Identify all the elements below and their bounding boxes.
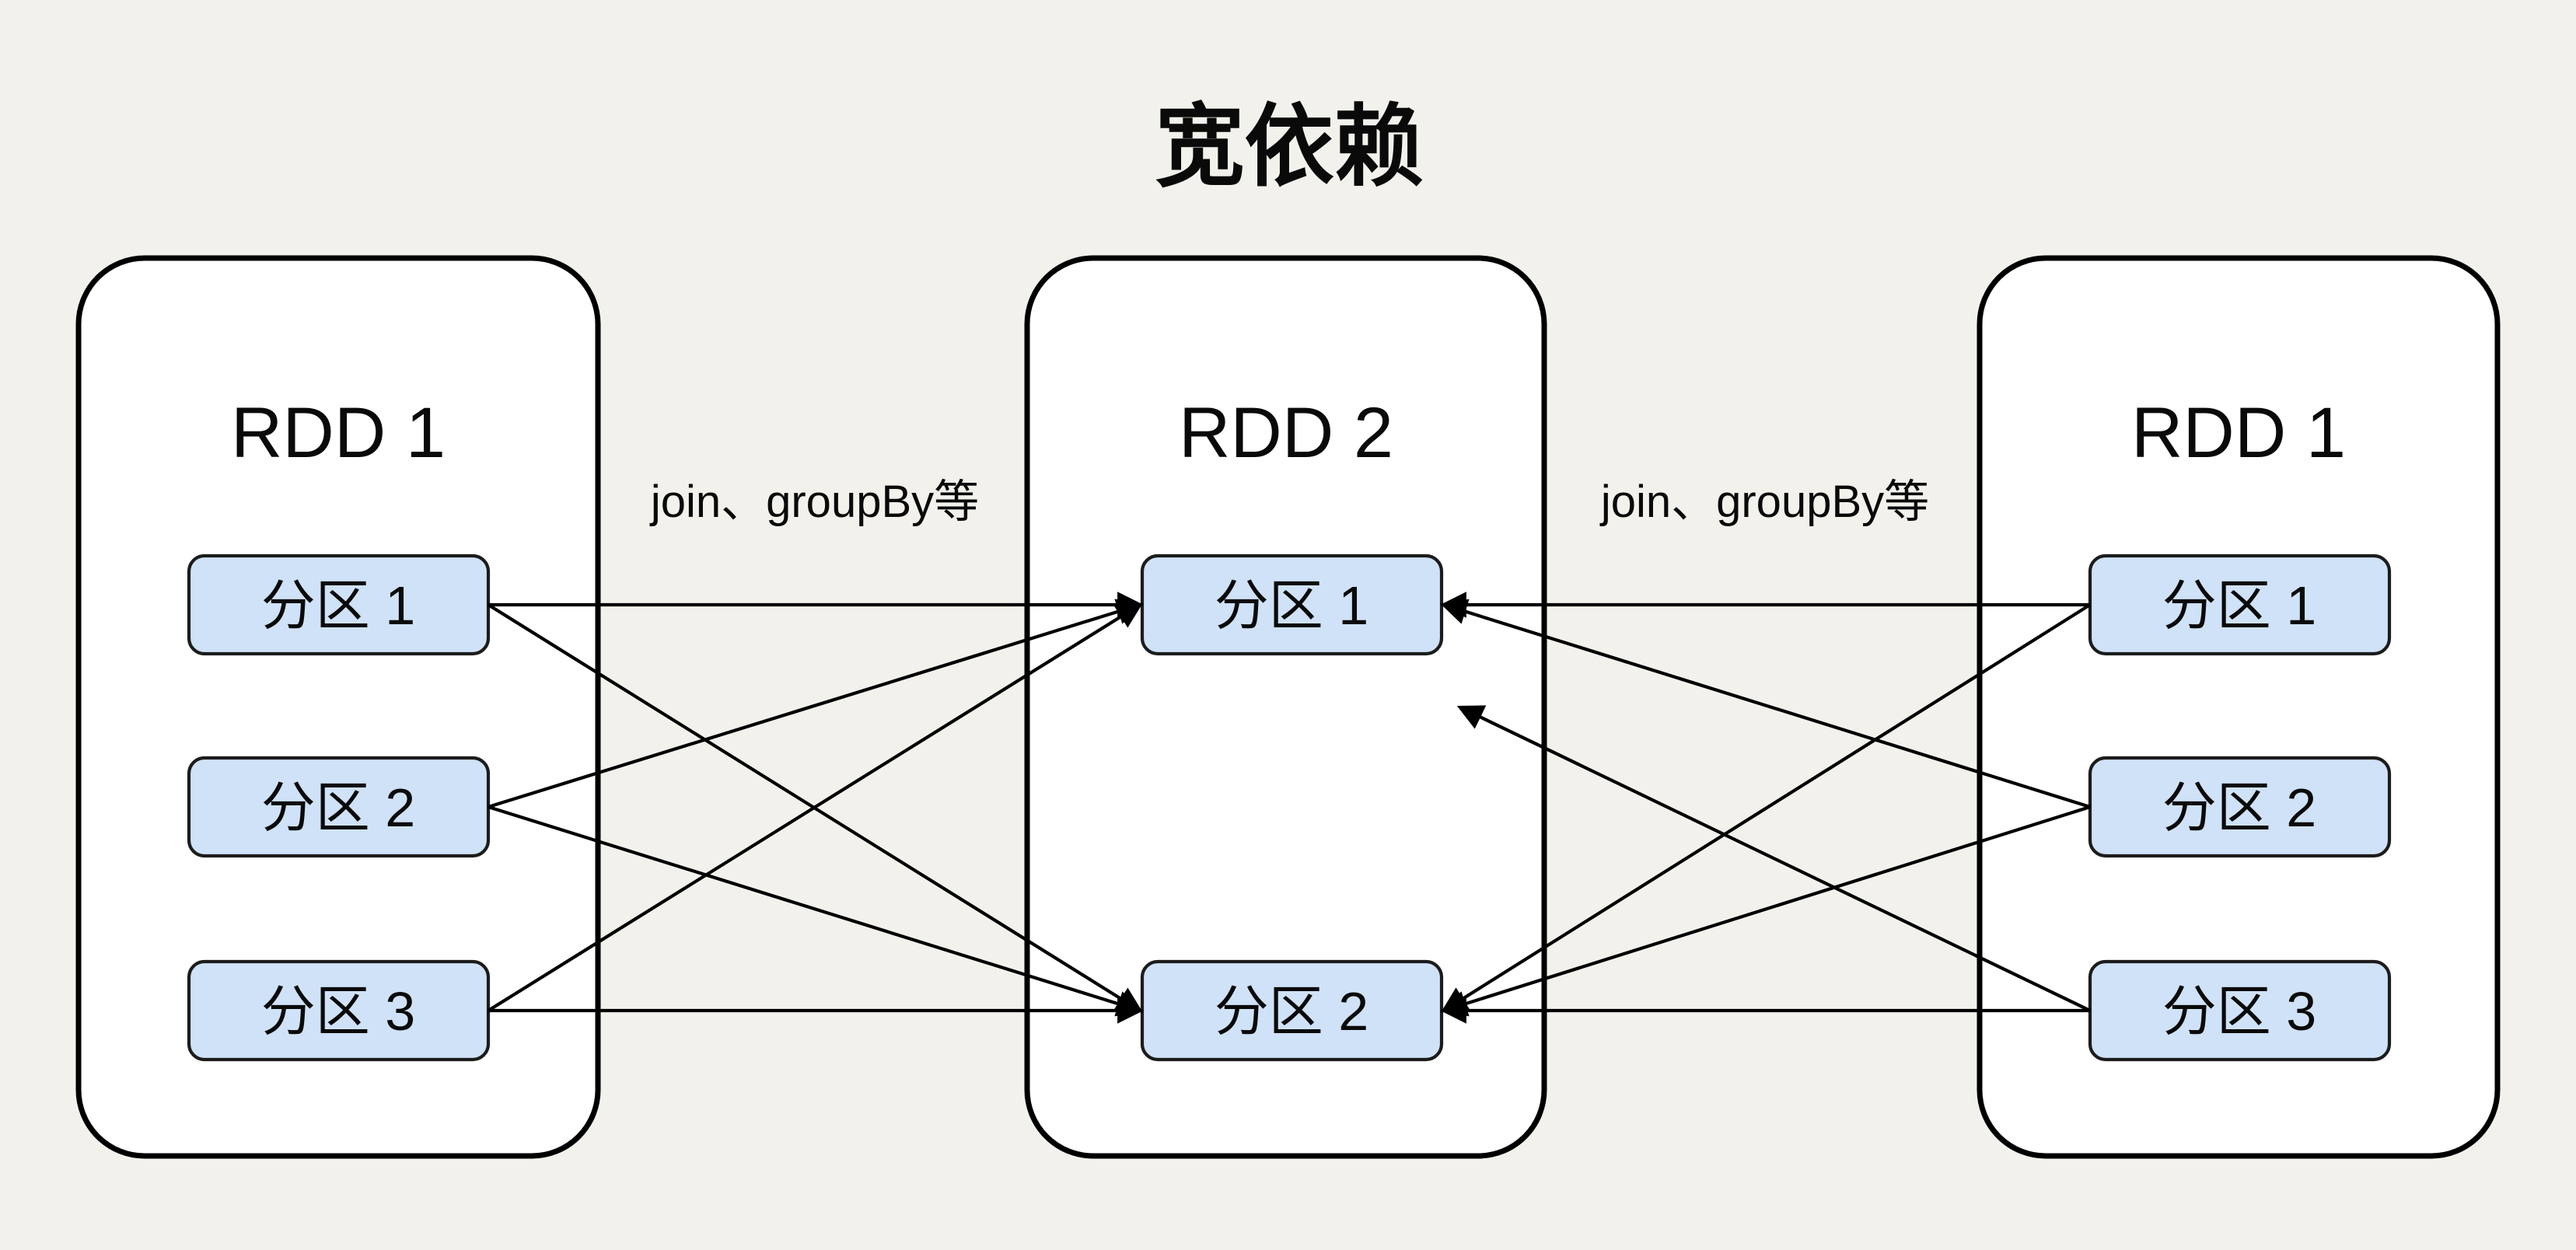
rdd-label-left: RDD 1 [231, 393, 446, 473]
partition-label-left-1: 分区 1 [261, 575, 415, 636]
dependency-arrows [487, 592, 2092, 1024]
arrow-rdd_left.partition_2-to-rdd_middle.partition_1 [488, 599, 1144, 809]
arrow-rdd_right.partition_2-to-rdd_middle.partition_1 [1440, 599, 2091, 809]
partition-label-right-2: 分区 2 [2162, 777, 2316, 838]
rdd-box-middle [1024, 255, 1547, 1159]
rdd-group-right: RDD 1 分区 1 分区 2 分区 3 [1977, 255, 2501, 1159]
edge-label-right: join、groupBy等 [1599, 477, 1929, 527]
partition-label-right-3: 分区 3 [2162, 981, 2316, 1042]
partition-middle-2: 分区 2 [1140, 959, 1444, 1062]
rdd-box-right [1977, 255, 2501, 1159]
partition-right-3: 分区 3 [2088, 959, 2392, 1062]
rdd-box-left [75, 255, 601, 1159]
diagram-title: 宽依赖 [1155, 97, 1423, 197]
partition-label-middle-1: 分区 1 [1215, 575, 1368, 636]
partition-left-2: 分区 2 [187, 756, 491, 858]
partition-label-left-3: 分区 3 [261, 981, 415, 1042]
arrow-rdd_left.partition_2-to-rdd_middle.partition_2 [488, 805, 1144, 1017]
partition-label-left-2: 分区 2 [261, 777, 415, 838]
rdd-group-left: RDD 1 分区 1 分区 2 分区 3 [75, 255, 601, 1159]
arrow-rdd_left.partition_3-to-rdd_middle.partition_1 [487, 602, 1143, 1012]
partition-middle-1: 分区 1 [1140, 553, 1444, 656]
arrow-rdd_right.partition_3-to-rdd_middle.partition_1 [1456, 705, 2091, 1012]
rdd-label-right: RDD 1 [2131, 393, 2346, 473]
partition-label-middle-2: 分区 2 [1215, 981, 1368, 1042]
arrow-rdd_right.partition_1-to-rdd_middle.partition_2 [1441, 603, 2092, 1013]
partition-label-right-1: 分区 1 [2162, 575, 2316, 636]
rdd-group-middle: RDD 2 分区 1 分区 2 [1024, 255, 1547, 1159]
partition-right-1: 分区 1 [2088, 553, 2392, 656]
arrow-rdd_right.partition_2-to-rdd_middle.partition_2 [1440, 805, 2091, 1017]
edge-label-left: join、groupBy等 [649, 477, 979, 527]
partition-left-1: 分区 1 [187, 553, 491, 656]
partition-right-2: 分区 2 [2088, 756, 2392, 858]
rdd-label-middle: RDD 2 [1179, 393, 1393, 473]
partition-left-3: 分区 3 [187, 959, 491, 1062]
